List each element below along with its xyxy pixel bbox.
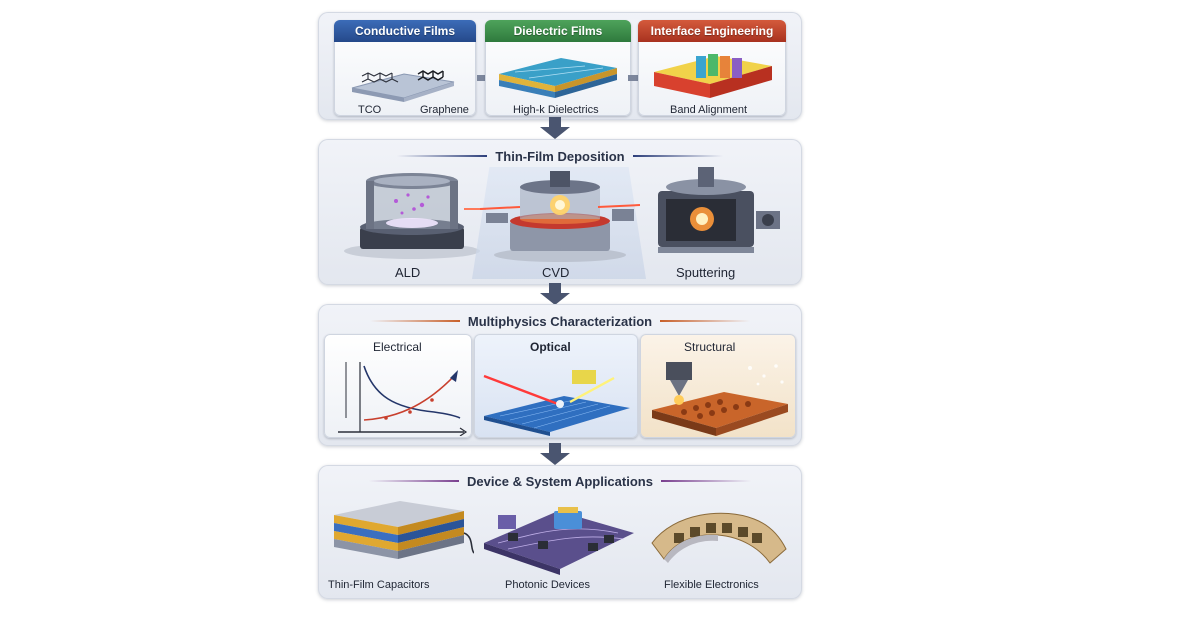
electrical-curve-illustration — [338, 362, 468, 436]
optical-tile — [474, 334, 638, 438]
high-k-dielectrics-label: High-k Dielectrics — [513, 104, 599, 116]
deposition-panel: Thin-Film Deposition — [318, 139, 802, 285]
cvd-label: CVD — [542, 265, 570, 280]
band-alignment-label: Band Alignment — [670, 104, 748, 116]
structural-tile — [640, 334, 796, 438]
electrical-label: Electrical — [373, 340, 422, 354]
arrow-down-icon — [540, 117, 570, 139]
arrow-down-icon — [540, 283, 570, 305]
optical-label: Optical — [530, 340, 571, 354]
photonic-device-illustration — [484, 507, 634, 575]
ald-label: ALD — [395, 265, 421, 280]
sputtering-chamber-illustration — [658, 167, 780, 253]
ald-chamber-illustration — [344, 173, 486, 259]
structural-probe-illustration — [652, 362, 788, 436]
graphene-lattice-illustration — [351, 70, 455, 102]
photonic-devices-label: Photonic Devices — [505, 579, 590, 591]
characterization-title: Multiphysics Characterization — [467, 313, 653, 329]
flexible-electronics-illustration — [651, 512, 787, 564]
thin-film-capacitors-label: Thin-Film Capacitors — [328, 579, 430, 591]
materials-panel: Conductive Films TCO Graphene — [318, 12, 802, 120]
dielectric-stack-illustration — [499, 58, 617, 98]
flexible-electronics-label: Flexible Electronics — [664, 579, 759, 591]
conductive-films-card: Conductive Films TCO Graphene — [334, 20, 476, 116]
characterization-panel: Multiphysics Characterization Electrical — [318, 304, 802, 446]
applications-banner: Device & System Applications — [318, 473, 802, 489]
structural-label: Structural — [684, 340, 736, 354]
dielectric-films-title: Dielectric Films — [513, 24, 603, 38]
interface-engineering-card: Interface Engineering Band Alignment — [638, 20, 786, 116]
tco-label: TCO — [358, 104, 382, 116]
dielectric-films-card: Dielectric Films High-k Dielectrics — [485, 20, 631, 116]
interface-engineering-title: Interface Engineering — [650, 24, 774, 38]
deposition-banner: Thin-Film Deposition — [318, 148, 802, 164]
applications-title: Device & System Applications — [467, 473, 653, 489]
interface-engineering-header: Interface Engineering — [638, 20, 786, 42]
arrow-down-icon — [540, 443, 570, 465]
band-alignment-illustration — [654, 54, 772, 98]
characterization-banner: Multiphysics Characterization — [318, 313, 802, 329]
conductive-films-title: Conductive Films — [354, 24, 455, 38]
applications-panel: Device & System Applications — [318, 465, 802, 599]
dielectric-films-header: Dielectric Films — [485, 20, 631, 42]
optical-beam-illustration — [483, 370, 630, 436]
thin-film-capacitor-illustration — [334, 501, 474, 559]
cvd-reactor-illustration — [480, 171, 640, 262]
sputtering-label: Sputtering — [676, 265, 736, 280]
electrical-tile — [324, 334, 472, 438]
deposition-title: Thin-Film Deposition — [495, 148, 625, 164]
conductive-films-header: Conductive Films — [334, 20, 476, 42]
graphene-label: Graphene — [420, 104, 469, 116]
